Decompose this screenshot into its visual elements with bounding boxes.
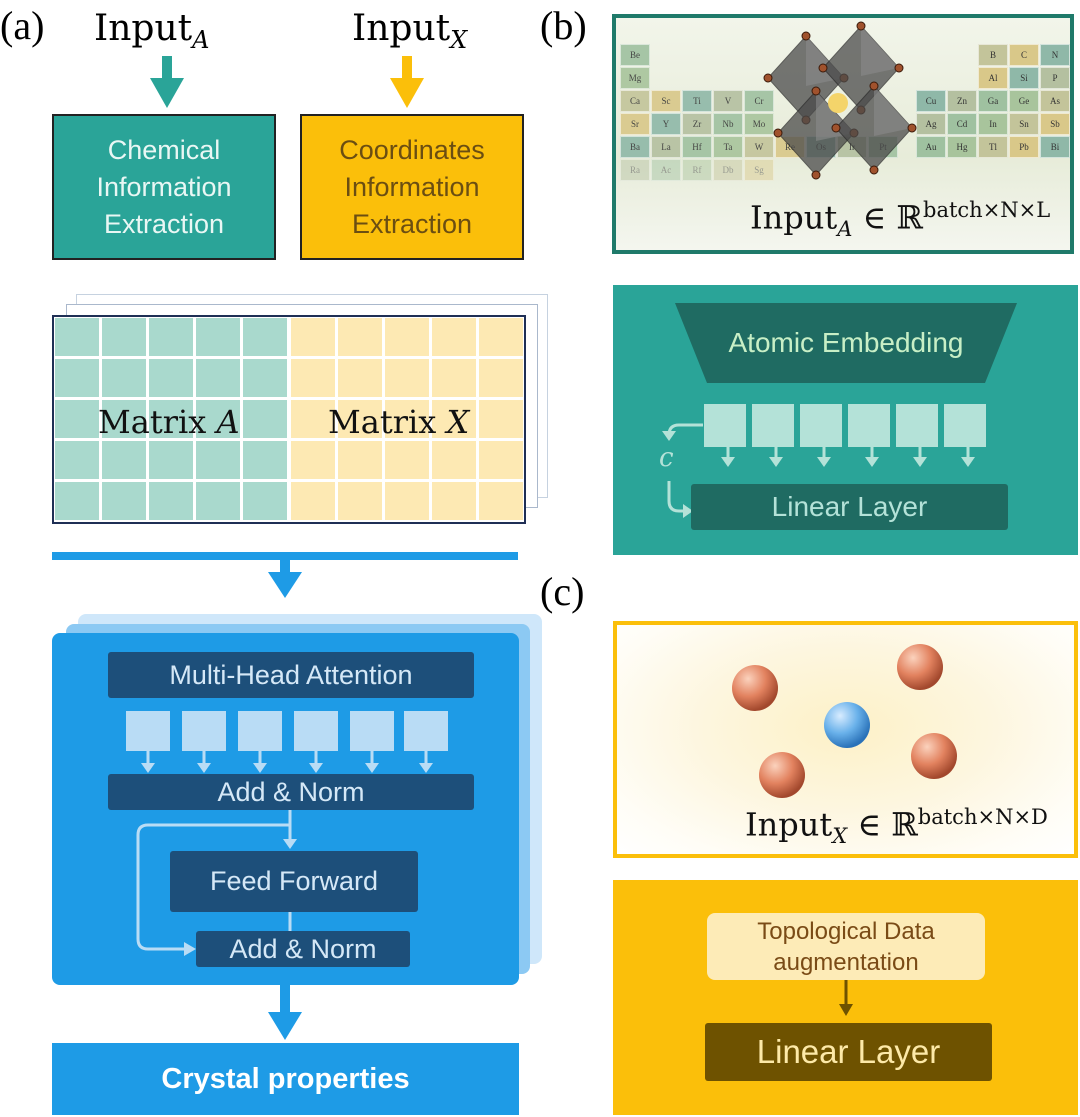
chemical-extraction-box[interactable]: Chemical Information Extraction (52, 114, 276, 260)
element-cell: Si (1009, 67, 1039, 89)
embedding-square (704, 404, 746, 447)
element-cell: Sn (1009, 113, 1039, 135)
perovskite-structure (763, 21, 917, 180)
element-cell: Ra (620, 159, 650, 181)
feed-forward-box[interactable]: Feed Forward (170, 851, 418, 912)
element-cell: Cd (947, 113, 977, 135)
element-cell: Ta (713, 136, 743, 158)
transformer-arrows (136, 751, 433, 956)
input-a-label: InputA (94, 8, 210, 55)
element-cell: Ge (1009, 90, 1039, 112)
panel-b-label: (b) (540, 3, 587, 48)
element-cell: N (1040, 44, 1070, 66)
element-cell: Sg (744, 159, 774, 181)
element-cell: Zr (682, 113, 712, 135)
multi-head-attention-box[interactable]: Multi-Head Attention (108, 652, 474, 698)
element-cell: P (1040, 67, 1070, 89)
tda-panel: Topological Data augmentation Linear Lay… (613, 880, 1078, 1115)
element-cell: Ac (651, 159, 681, 181)
input-x-label: InputX (352, 8, 468, 55)
atom-spheres (732, 644, 957, 798)
matrix-x-grid (290, 317, 524, 522)
input-a-formula: InputA ∈ ℝbatch×N×L (750, 198, 1051, 242)
element-cell: Ba (620, 136, 650, 158)
element-cell: Cu (916, 90, 946, 112)
token-square (182, 711, 226, 751)
element-cell: Hg (947, 136, 977, 158)
token-square (238, 711, 282, 751)
token-square (350, 711, 394, 751)
embedding-square (896, 404, 938, 447)
element-cell: Ti (682, 90, 712, 112)
atom-sphere (897, 644, 943, 690)
element-cell: Bi (1040, 136, 1070, 158)
linear-layer-c[interactable]: Linear Layer (705, 1023, 992, 1081)
element-cell: Mg (620, 67, 650, 89)
transformer-block: Multi-Head Attention Add & Norm Feed For… (52, 633, 519, 985)
embedding-shapes (662, 303, 1017, 518)
element-cell: W (744, 136, 774, 158)
element-cell: B (978, 44, 1008, 66)
atomic-embedding-panel: Atomic Embedding c Linear Layer (613, 285, 1078, 555)
token-square (126, 711, 170, 751)
matrix-a-grid (54, 317, 290, 522)
element-cell: La (651, 136, 681, 158)
token-square (294, 711, 338, 751)
element-cell: Cr (744, 90, 774, 112)
tda-arrow (839, 980, 853, 1016)
element-cell: Ga (978, 90, 1008, 112)
element-cell: Pb (1009, 136, 1039, 158)
element-cell: Au (916, 136, 946, 158)
atom-sphere (759, 752, 805, 798)
embedding-square (944, 404, 986, 447)
concat-symbol: c (659, 443, 674, 473)
token-square (404, 711, 448, 751)
element-cell: Sr (620, 113, 650, 135)
element-cell: Ag (916, 113, 946, 135)
element-cell: Ca (620, 90, 650, 112)
embedding-square (800, 404, 842, 447)
tda-box[interactable]: Topological Data augmentation (707, 913, 985, 980)
element-cell: Rf (682, 159, 712, 181)
element-cell: Mo (744, 113, 774, 135)
embedding-square (848, 404, 890, 447)
coordinates-panel: InputX ∈ ℝbatch×N×D (613, 621, 1078, 858)
atom-sphere (732, 665, 778, 711)
coordinates-extraction-box[interactable]: Coordinates Information Extraction (300, 114, 524, 260)
atom-sphere (824, 702, 870, 748)
element-cell: Db (713, 159, 743, 181)
linear-layer-b[interactable]: Linear Layer (691, 484, 1008, 530)
matrix-front: Matrix A Matrix X (52, 315, 526, 524)
element-cell: Hf (682, 136, 712, 158)
crystal-properties-box[interactable]: Crystal properties (52, 1043, 519, 1115)
input-x-formula: InputX ∈ ℝbatch×N×D (745, 805, 1048, 849)
element-cell: Be (620, 44, 650, 66)
element-cell: As (1040, 90, 1070, 112)
element-cell: Sc (651, 90, 681, 112)
panel-a-label: (a) (0, 3, 45, 48)
matrix-x-label: Matrix X (328, 403, 470, 441)
element-cell: V (713, 90, 743, 112)
atomic-embedding-title: Atomic Embedding (728, 327, 964, 358)
periodic-table-image: BeMgCaScTiVCrSrYZrNbMoBaLaHfTaWReOsIrPtR… (612, 14, 1074, 254)
element-cell: In (978, 113, 1008, 135)
add-norm-1-box[interactable]: Add & Norm (108, 774, 474, 810)
element-cell: Nb (713, 113, 743, 135)
element-cell: Zn (947, 90, 977, 112)
element-cell: Y (651, 113, 681, 135)
matrix-a-label: Matrix A (98, 403, 240, 441)
element-cell: Sb (1040, 113, 1070, 135)
element-cell: Al (978, 67, 1008, 89)
add-norm-2-box[interactable]: Add & Norm (196, 931, 410, 967)
atom-sphere (911, 733, 957, 779)
panel-c-label: (c) (540, 569, 585, 614)
embedding-square (752, 404, 794, 447)
element-cell: Tl (978, 136, 1008, 158)
element-cell: C (1009, 44, 1039, 66)
